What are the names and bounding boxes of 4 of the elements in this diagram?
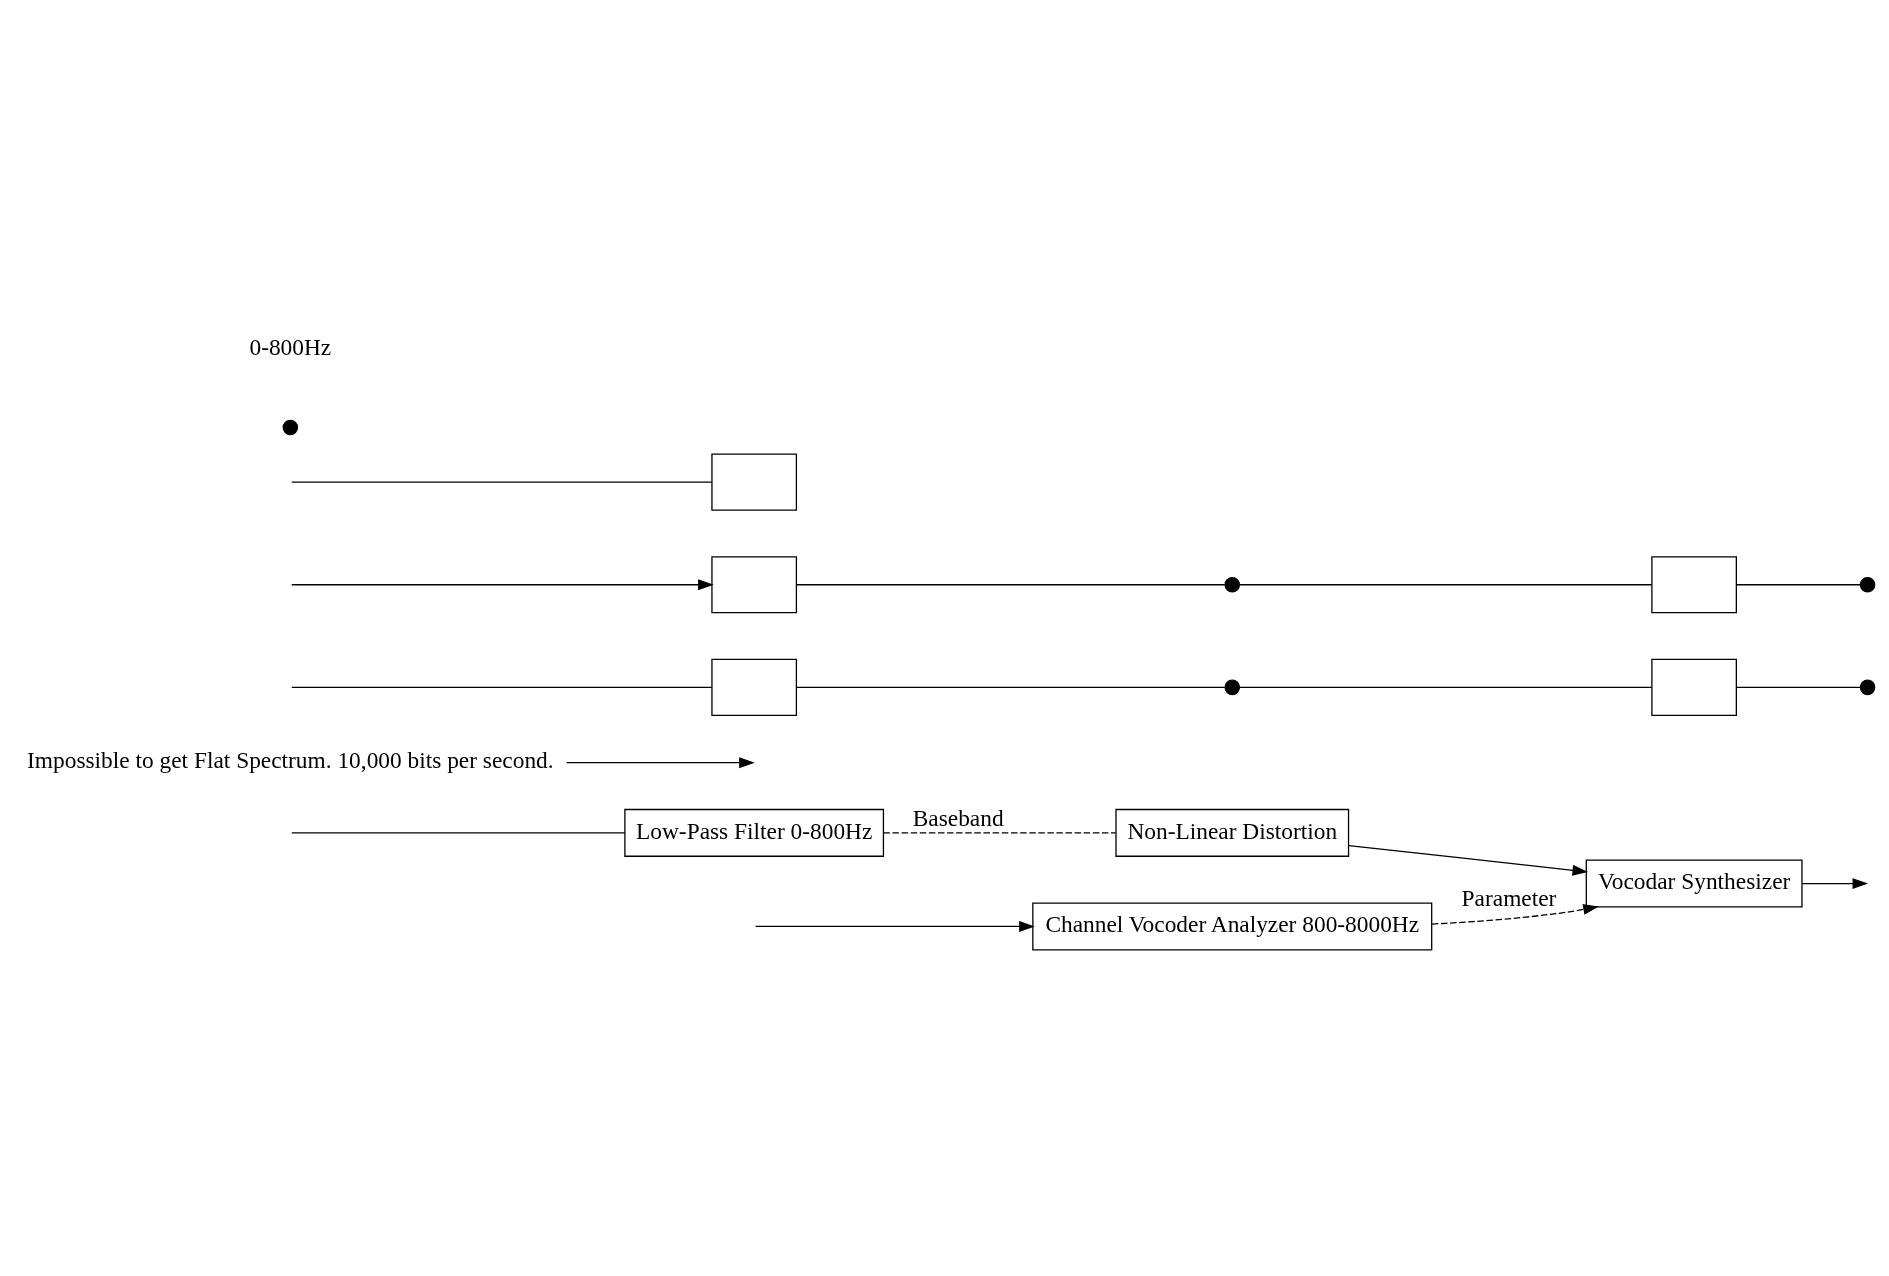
edge-label: Parameter [1461, 885, 1557, 912]
node-text: Impossible to get Flat Spectrum. 10,000 bits per second. [27, 747, 554, 774]
edge-label: Baseband [912, 804, 1004, 831]
label: 0-800Hz [249, 334, 332, 361]
